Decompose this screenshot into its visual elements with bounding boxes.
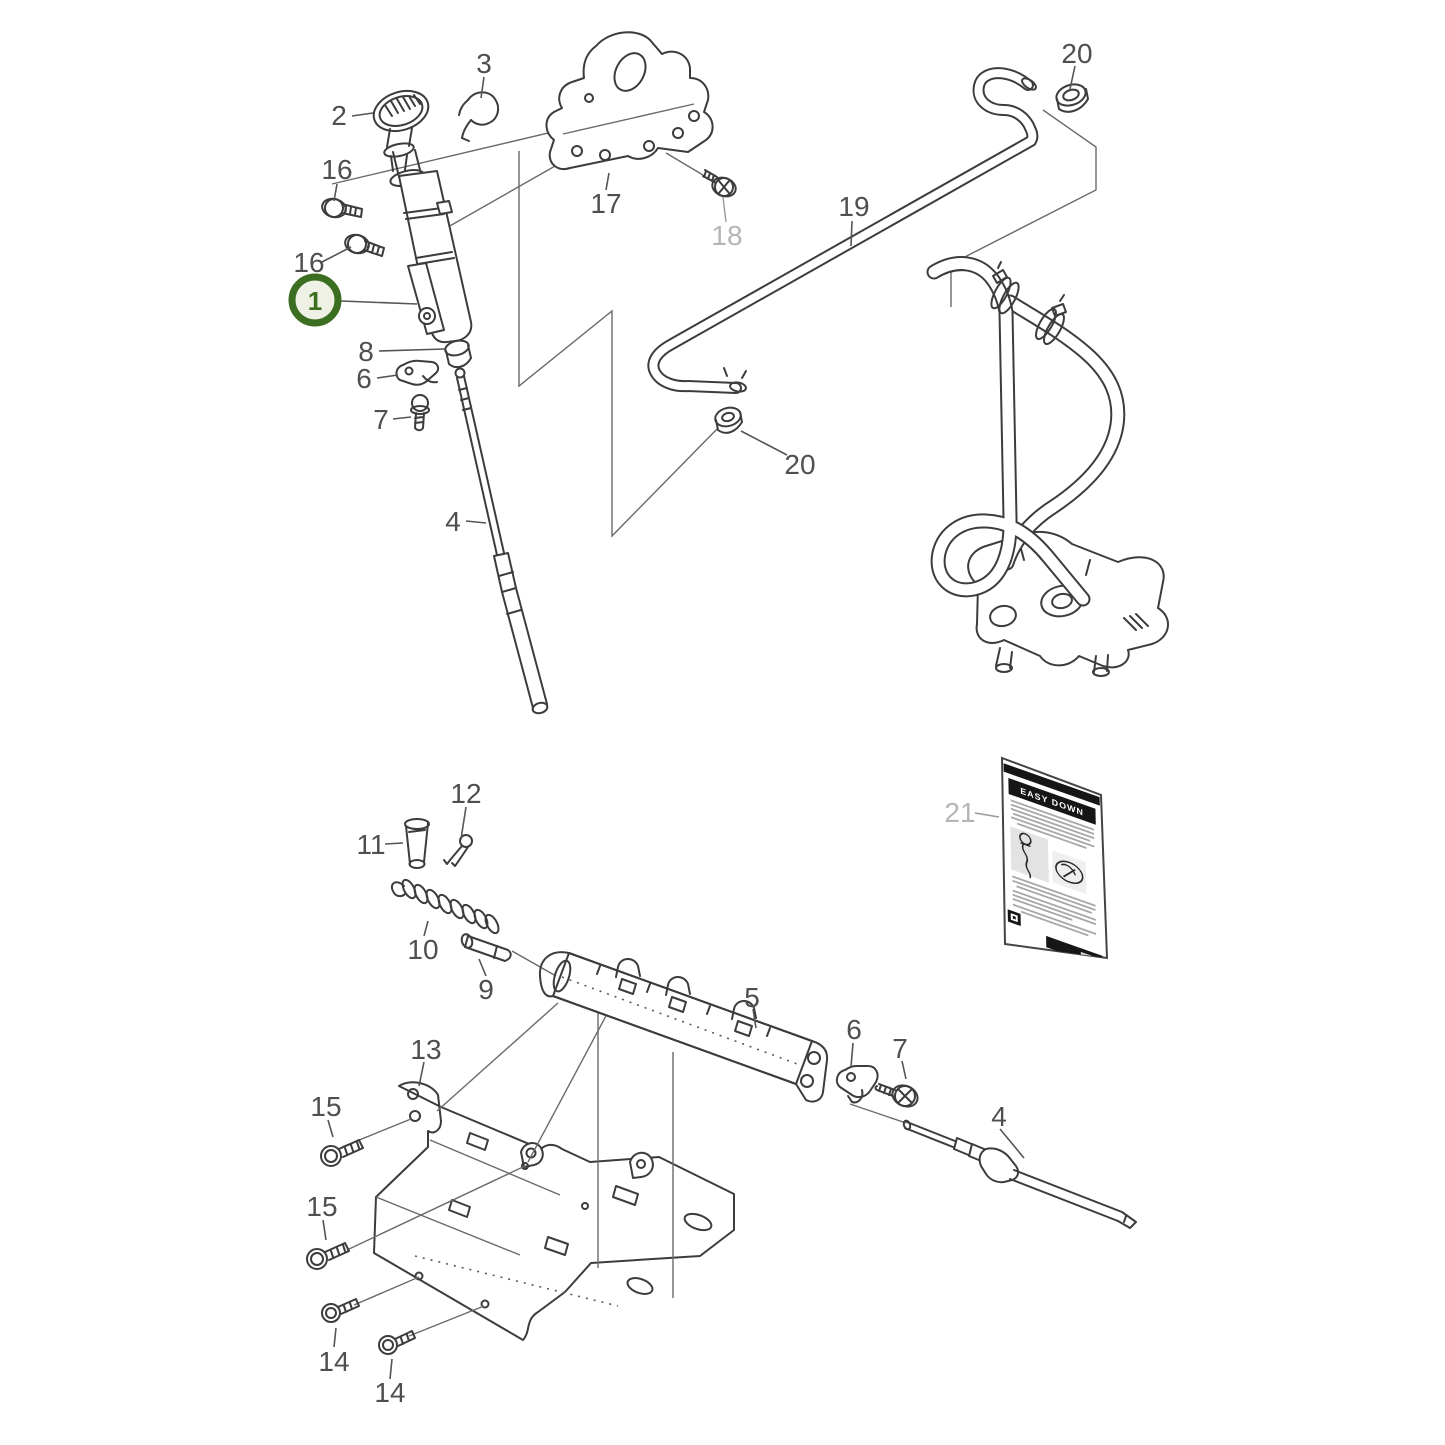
hex-bolt [378, 1330, 416, 1355]
callout-14-right: 14 [374, 1377, 405, 1408]
callout-15-lower: 15 [306, 1191, 337, 1222]
flange-bolt [874, 1083, 919, 1108]
callout-19: 19 [838, 191, 869, 222]
hex-bolt [320, 1139, 364, 1167]
callout-16-upper: 16 [321, 154, 352, 185]
instruction-sticker: EASY DOWN [1000, 756, 1109, 960]
callout-4-upper: 4 [445, 506, 461, 537]
callout-6-upper: 6 [356, 363, 372, 394]
callout-21: 21 [944, 797, 975, 828]
callout-2: 2 [331, 100, 347, 131]
highlight-ring [288, 273, 342, 327]
leader-lines [321, 65, 1076, 1380]
control-cable [902, 1119, 1137, 1229]
cotter-pin [443, 834, 473, 867]
oil-filler-cap [372, 89, 430, 172]
hose-clamp-icon [1035, 294, 1067, 346]
callout-18: 18 [711, 220, 742, 251]
engine-component [967, 530, 1169, 677]
callout-12: 12 [450, 778, 481, 809]
upper-radiator-hose [926, 256, 1126, 607]
bolt [410, 394, 430, 432]
callout-17: 17 [590, 188, 621, 219]
dipstick-rod [454, 367, 549, 715]
hose-clamp-icon [990, 261, 1020, 315]
callout-1-highlighted: 1 [308, 286, 322, 316]
mounting-bracket [545, 31, 714, 170]
hex-bolt [306, 1242, 350, 1270]
callout-5: 5 [744, 982, 760, 1013]
callout-7-upper: 7 [373, 404, 389, 435]
flange-bolt [321, 197, 363, 219]
reference-lines-lower [341, 950, 907, 1337]
callout-3: 3 [476, 48, 492, 79]
flange-bolt [344, 233, 385, 257]
callout-15-upper: 15 [310, 1091, 341, 1122]
callout-20-mid: 20 [784, 449, 815, 480]
callout-14-left: 14 [318, 1346, 349, 1377]
callout-7-lower: 7 [892, 1033, 908, 1064]
callout-11: 11 [356, 829, 385, 860]
control-rail [538, 951, 829, 1103]
hex-bolt [321, 1298, 360, 1323]
pivot-pin [460, 933, 512, 962]
hose-clip [458, 91, 500, 142]
callout-6-lower: 6 [846, 1014, 862, 1045]
spring [390, 878, 500, 935]
clevis-pin [404, 818, 430, 869]
callout-20-top: 20 [1061, 38, 1092, 69]
nut [1055, 83, 1089, 113]
support-bracket-plate [373, 1081, 735, 1341]
callout-13: 13 [410, 1034, 441, 1065]
cable-clamp-plate [835, 1065, 879, 1104]
highl [288, 273, 342, 327]
bushing [444, 339, 472, 369]
screw [702, 169, 737, 198]
callout-16-lower: 16 [293, 247, 324, 278]
callout-10: 10 [407, 934, 438, 965]
callout-9: 9 [478, 974, 494, 1005]
callout-4-lower: 4 [991, 1101, 1007, 1132]
callout-8: 8 [358, 336, 374, 367]
nut [714, 406, 743, 434]
dipstick-tube [389, 149, 473, 344]
cable-clamp-plate [395, 359, 440, 386]
breather-pipe [647, 67, 1039, 394]
